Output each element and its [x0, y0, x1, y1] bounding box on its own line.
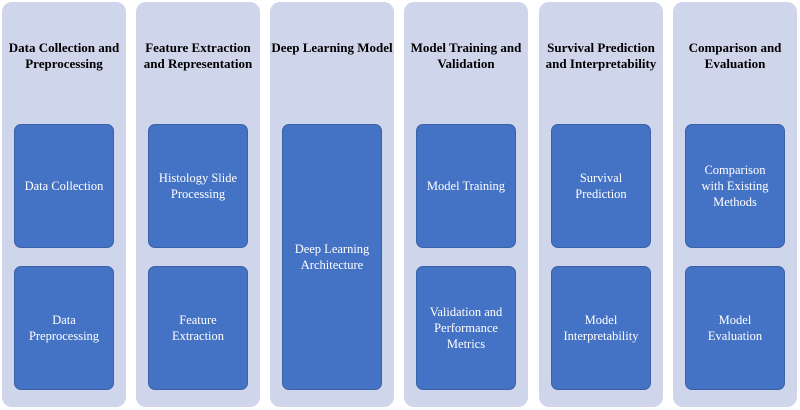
column-model-training: Model Training and Validation Model Trai…: [404, 2, 528, 407]
column-title: Comparison and Evaluation: [688, 40, 782, 71]
column-comparison-evaluation: Comparison and Evaluation Comparison wit…: [673, 2, 797, 407]
column-title: Survival Prediction and Interpretability: [545, 40, 657, 71]
column-title: Data Collection and Preprocessing: [8, 40, 120, 71]
step-box-validation-metrics: Validation and Performance Metrics: [416, 266, 516, 390]
step-box-survival-prediction: Survival Prediction: [551, 124, 651, 248]
step-box-comparison-existing-methods: Comparison with Existing Methods: [685, 124, 785, 248]
step-box-data-collection: Data Collection: [14, 124, 114, 248]
column-title: Feature Extraction and Representation: [143, 40, 253, 71]
column-feature-extraction: Feature Extraction and Representation Hi…: [136, 2, 260, 407]
step-box-feature-extraction: Feature Extraction: [148, 266, 248, 390]
column-title: Model Training and Validation: [410, 40, 522, 71]
step-box-model-training: Model Training: [416, 124, 516, 248]
step-box-deep-learning-architecture: Deep Learning Architecture: [282, 124, 382, 390]
step-box-model-evaluation: Model Evaluation: [685, 266, 785, 390]
column-survival-prediction: Survival Prediction and Interpretability…: [539, 2, 663, 407]
step-box-model-interpretability: Model Interpretability: [551, 266, 651, 390]
column-title: Deep Learning Model: [271, 40, 393, 55]
column-data-collection: Data Collection and Preprocessing Data C…: [2, 2, 126, 407]
step-box-data-preprocessing: Data Preprocessing: [14, 266, 114, 390]
column-deep-learning-model: Deep Learning Model Deep Learning Archit…: [270, 2, 394, 407]
step-box-histology-slide-processing: Histology Slide Processing: [148, 124, 248, 248]
